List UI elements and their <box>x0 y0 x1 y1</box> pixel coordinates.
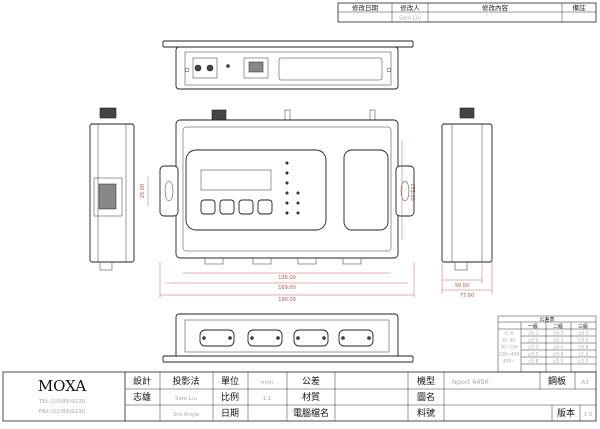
tolerance-range: 400~ <box>503 359 516 365</box>
tolerance-rows: 0~6±0.1±0.2±0.36~30±0.2±0.3±0.530~120±0.… <box>499 331 589 365</box>
version-value: 1.0 <box>584 412 593 418</box>
bottom-view <box>162 313 414 363</box>
tolerance-value: ±0.2 <box>528 338 539 344</box>
material-grade: A3 <box>581 380 589 386</box>
front-view <box>159 109 415 265</box>
tolerance-value: ±0.5 <box>578 338 589 344</box>
tolerance-title: 公差表 <box>539 316 554 323</box>
tolerance-range: 120~400 <box>499 352 520 358</box>
material-type: 鋼板 <box>548 375 566 387</box>
tolerance-value: ±0.1 <box>528 331 539 337</box>
left-side-view <box>89 107 135 271</box>
top-view <box>162 40 414 90</box>
dim-overall-width: 190.00 <box>278 297 296 303</box>
company-logo-text: MOXA <box>38 377 87 395</box>
tolerance-value: ±1.2 <box>553 359 564 365</box>
dim-side-inner: 50.00 <box>455 283 469 289</box>
file-name-label: 電腦檔名 <box>293 407 329 419</box>
date-label: 日期 <box>221 408 239 419</box>
rev-header-content: 修改內容 <box>482 3 509 12</box>
rev-header-modifier: 修改人 <box>400 3 420 12</box>
dim-hole-spacing: 25.00 <box>140 184 146 198</box>
grade-3-header: 三級 <box>578 323 588 330</box>
projection-value: 3rd Angle <box>173 412 200 418</box>
rev-modifier-value: Sam Liu <box>399 16 421 22</box>
tolerance-value: ±2.0 <box>578 359 589 365</box>
dim-inner-width: 136.00 <box>278 275 296 281</box>
tolerance-value: ±0.3 <box>528 345 539 351</box>
tolerance-range: 30~120 <box>500 345 518 351</box>
drawing-name-label: 圖名 <box>417 391 435 403</box>
grade-1-header: 一級 <box>528 323 538 330</box>
drawn-label: 志雄 <box>133 391 151 403</box>
tolerance-label: 公差 <box>302 375 320 387</box>
tolerance-value: ±0.8 <box>528 359 539 365</box>
model-value: Nport 6450 <box>452 378 489 386</box>
dim-side-outer: 77.00 <box>460 293 474 299</box>
part-no-label: 料號 <box>417 407 435 419</box>
right-side-view <box>441 107 493 271</box>
company-tel: TEL:2(0)89)9230 <box>38 399 86 405</box>
dim-mid-width: 169.00 <box>278 285 296 291</box>
drawn-value: Sam Liu <box>175 396 197 402</box>
scale-value: 1:1 <box>263 396 272 402</box>
material-label: 材質 <box>302 391 320 403</box>
tolerance-value: ±0.8 <box>553 352 564 358</box>
tolerance-value: ±0.5 <box>528 352 539 358</box>
grade-2-header: 二級 <box>553 323 563 330</box>
tolerance-value: ±0.3 <box>553 338 564 344</box>
tolerance-value: ±0.5 <box>553 345 564 351</box>
tolerance-value: ±0.2 <box>553 331 564 337</box>
rev-header-note: 備註 <box>573 3 587 12</box>
projection-label: 投影法 <box>172 375 199 387</box>
design-label: 設計 <box>133 375 151 387</box>
dim-height: 133.00 <box>409 183 415 201</box>
tolerance-range: 0~6 <box>504 331 514 337</box>
company-fax: FAX:(02)89)9230 <box>39 409 86 415</box>
tolerance-value: ±0.8 <box>578 345 589 351</box>
model-label: 機型 <box>417 375 435 387</box>
unit-label: 單位 <box>221 375 239 387</box>
title-block <box>2 371 597 422</box>
rev-header-date: 修改日期 <box>352 3 379 12</box>
tolerance-value: ±0.3 <box>578 331 589 337</box>
dimension-lines <box>147 140 493 298</box>
unit-value: m/m <box>261 380 274 386</box>
tolerance-range: 6~30 <box>503 338 515 344</box>
tolerance-table: 公差表 一級 二級 三級 0~6±0.1±0.2±0.36~30±0.2±0.3… <box>497 315 597 373</box>
tolerance-value: ±1.2 <box>578 352 589 358</box>
version-label: 版本 <box>557 407 575 419</box>
scale-label: 比例 <box>221 391 239 403</box>
revision-table: 修改日期 修改人 修改內容 備註 Sam Liu <box>337 2 597 23</box>
